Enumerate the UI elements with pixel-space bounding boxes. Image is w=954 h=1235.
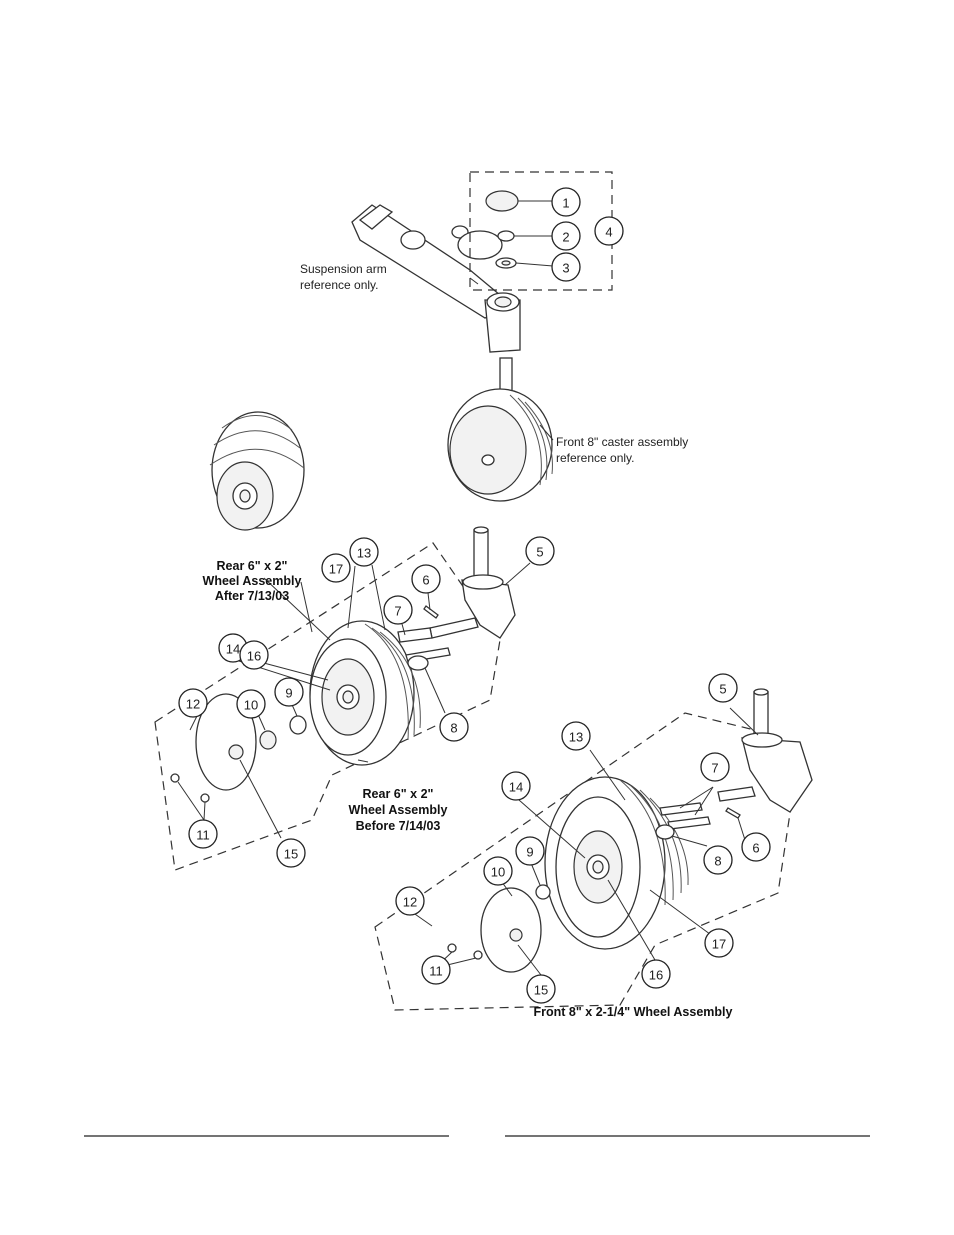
callout-top-2: 2	[551, 221, 581, 251]
callout-front-12: 12	[395, 886, 425, 916]
rear-after-label-line-3: After 7/13/03	[215, 589, 289, 603]
svg-text:7: 7	[711, 761, 718, 776]
svg-text:6: 6	[422, 573, 429, 588]
rear-before-label-line-2: Wheel Assembly	[349, 803, 448, 817]
callout-rear-8: 8	[439, 712, 469, 742]
svg-text:15: 15	[284, 847, 298, 862]
callout-front-9: 9	[515, 836, 545, 866]
suspension-arm-label-line-1: Suspension arm	[300, 262, 387, 276]
callout-front-5: 5	[708, 673, 738, 703]
suspension-arm	[351, 204, 521, 353]
callout-top-3: 3	[551, 252, 581, 282]
callout-rear-13: 13	[349, 537, 379, 567]
front-axle-parts	[447, 786, 756, 973]
svg-text:5: 5	[719, 682, 726, 697]
group-4-box	[469, 171, 613, 291]
svg-text:9: 9	[526, 845, 533, 860]
svg-text:13: 13	[569, 730, 583, 745]
svg-text:3: 3	[562, 261, 569, 276]
svg-text:2: 2	[562, 230, 569, 245]
rear-wheel-after	[209, 411, 305, 531]
callout-rear-11: 11	[188, 819, 218, 849]
callout-rear-7: 7	[383, 595, 413, 625]
svg-text:12: 12	[403, 895, 417, 910]
rear-wheel-before	[309, 620, 421, 766]
callout-front-7: 7	[700, 752, 730, 782]
front-caster-wheel	[447, 388, 553, 502]
svg-text:4: 4	[605, 225, 612, 240]
rear-fork	[461, 526, 516, 639]
svg-text:12: 12	[186, 697, 200, 712]
svg-text:15: 15	[534, 983, 548, 998]
callout-rear-10: 10	[236, 689, 266, 719]
callout-rear-17: 17	[321, 553, 351, 583]
svg-text:16: 16	[247, 649, 261, 664]
svg-text:14: 14	[226, 642, 240, 657]
front-caster-label-line-1: Front 8" caster assembly	[556, 435, 688, 449]
callout-rear-12: 12	[178, 688, 208, 718]
callout-front-11: 11	[421, 955, 451, 985]
svg-text:17: 17	[329, 562, 343, 577]
callout-rear-5: 5	[525, 536, 555, 566]
callout-front-14: 14	[501, 771, 531, 801]
svg-text:5: 5	[536, 545, 543, 560]
rear-before-label-line-3: Before 7/14/03	[356, 819, 441, 833]
callout-group: 1234567891011121314151617567891011121314…	[178, 187, 771, 1004]
callout-rear-15: 15	[276, 838, 306, 868]
callout-front-8: 8	[703, 845, 733, 875]
callout-top-4: 4	[594, 216, 624, 246]
callout-front-16: 16	[641, 959, 671, 989]
svg-text:8: 8	[714, 854, 721, 869]
rear-axle-parts	[170, 605, 479, 803]
callout-front-15: 15	[526, 974, 556, 1004]
front-caster-label-line-2: reference only.	[556, 451, 635, 465]
svg-text:8: 8	[450, 721, 457, 736]
suspension-arm-label-line-2: reference only.	[300, 278, 379, 292]
front-group-12-outline	[374, 712, 793, 1011]
svg-text:11: 11	[429, 964, 443, 979]
rear-before-label-line-1: Rear 6" x 2"	[363, 787, 434, 801]
front-fork	[741, 688, 813, 813]
callout-front-17: 17	[704, 928, 734, 958]
callout-front-13: 13	[561, 721, 591, 751]
front-wheel-label: Front 8" x 2-1/4" Wheel Assembly	[534, 1005, 733, 1019]
svg-text:11: 11	[196, 828, 210, 843]
callout-rear-6: 6	[411, 564, 441, 594]
svg-text:16: 16	[649, 968, 663, 983]
svg-text:10: 10	[244, 698, 258, 713]
rear-group-12-outline	[154, 542, 501, 871]
front-wheel	[544, 776, 689, 950]
svg-text:9: 9	[285, 686, 292, 701]
svg-text:17: 17	[712, 937, 726, 952]
svg-text:10: 10	[491, 865, 505, 880]
callout-rear-9: 9	[274, 677, 304, 707]
rear-after-label-line-2: Wheel Assembly	[203, 574, 302, 588]
svg-text:13: 13	[357, 546, 371, 561]
svg-text:14: 14	[509, 780, 523, 795]
callout-front-10: 10	[483, 856, 513, 886]
callout-front-6: 6	[741, 832, 771, 862]
callout-rear-16: 16	[239, 640, 269, 670]
svg-text:1: 1	[562, 196, 569, 211]
svg-text:6: 6	[752, 841, 759, 856]
rear-after-label-line-1: Rear 6" x 2"	[217, 559, 288, 573]
callout-top-1: 1	[551, 187, 581, 217]
svg-text:7: 7	[394, 604, 401, 619]
